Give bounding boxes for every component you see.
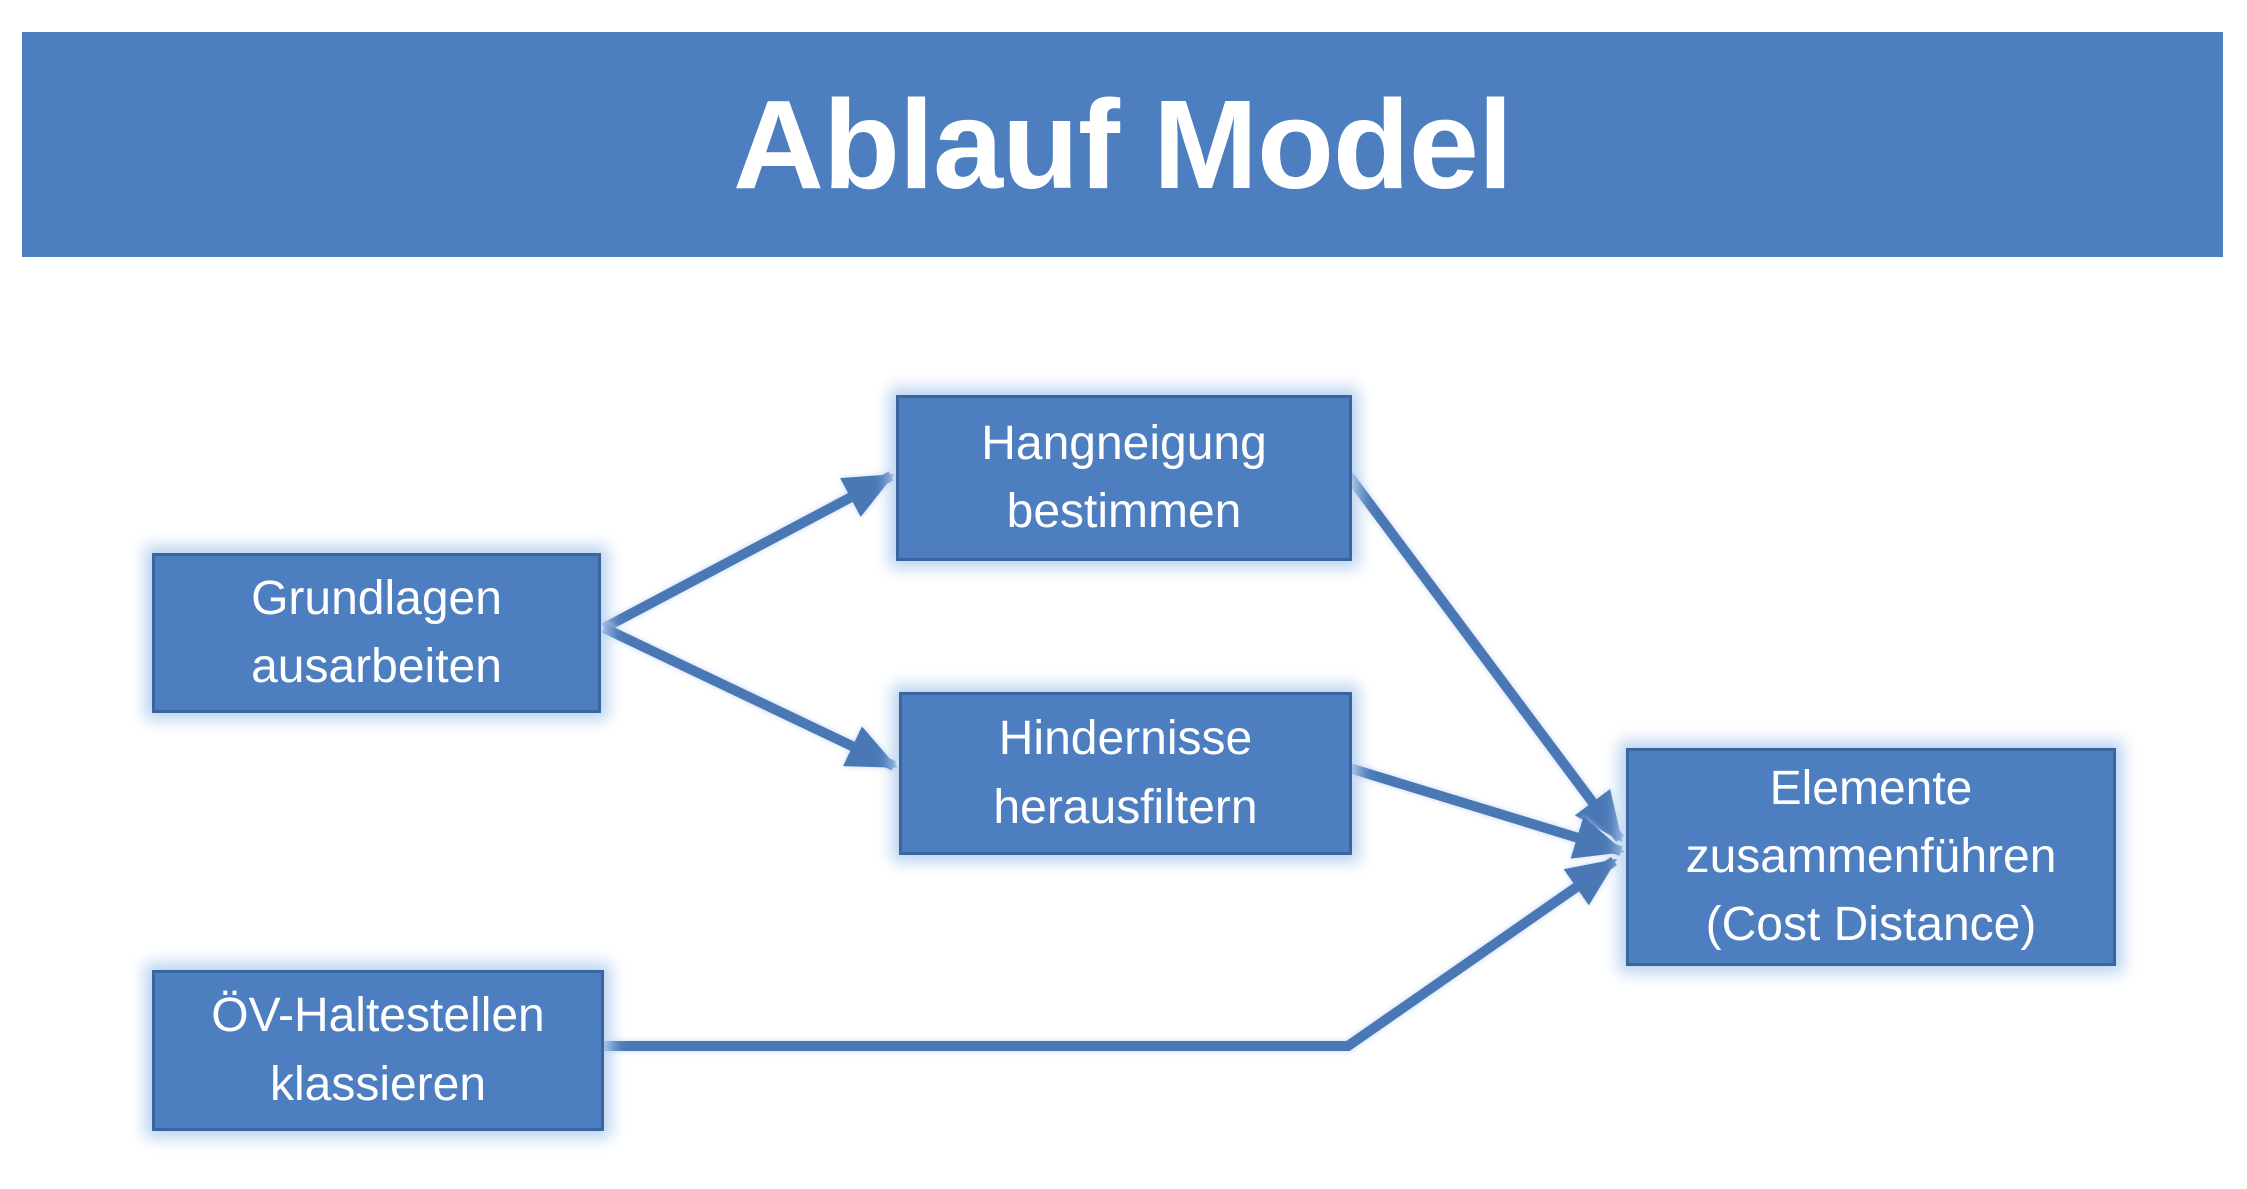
edge-grundlagen-to-hangneigung bbox=[601, 471, 895, 633]
edge-hindernisse-to-elemente bbox=[1344, 762, 1625, 859]
edge-grundlagen-to-hindernisse bbox=[601, 623, 898, 771]
node-hindernisse-herausfiltern: Hindernisse herausfiltern bbox=[899, 692, 1352, 855]
edge-hangneigung-to-elemente bbox=[1341, 469, 1625, 843]
edge-oev-to-elemente bbox=[601, 856, 1618, 1051]
node-hangneigung-bestimmen: Hangneigung bestimmen bbox=[896, 395, 1352, 561]
node-grundlagen-ausarbeiten: Grundlagen ausarbeiten bbox=[152, 553, 601, 713]
page-title: Ablauf Model bbox=[733, 74, 1513, 215]
node-oev-haltestellen-klassieren: ÖV-Haltestellen klassieren bbox=[152, 970, 604, 1131]
header-bar: Ablauf Model bbox=[22, 32, 2223, 257]
node-elemente-zusammenfuehren: Elemente zusammenführen (Cost Distance) bbox=[1626, 748, 2116, 966]
